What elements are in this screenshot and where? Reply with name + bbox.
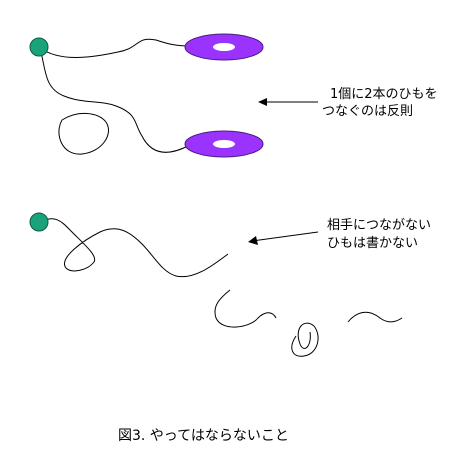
lower-node	[29, 212, 49, 232]
string-to-upper-connector	[39, 38, 191, 58]
upper-node	[29, 37, 49, 57]
annotation-top-line2: つなぐのは反則	[322, 104, 414, 119]
figure-caption: 図3. やってはならないこと	[118, 428, 289, 444]
annotation-bottom-line1: 相手につながない	[327, 218, 432, 233]
upper-connector-hole	[213, 43, 235, 51]
lower-connector-hole	[213, 140, 235, 148]
lower-arrowhead	[248, 236, 258, 245]
dangling-string	[39, 218, 403, 357]
annotation-top-line1: 1個に2本のひもを	[330, 87, 438, 102]
annotation-bottom-line2: ひもは書かない	[327, 236, 419, 251]
string-to-lower-connector	[39, 47, 189, 155]
lower-arrow	[251, 231, 319, 242]
upper-arrowhead	[258, 98, 267, 106]
